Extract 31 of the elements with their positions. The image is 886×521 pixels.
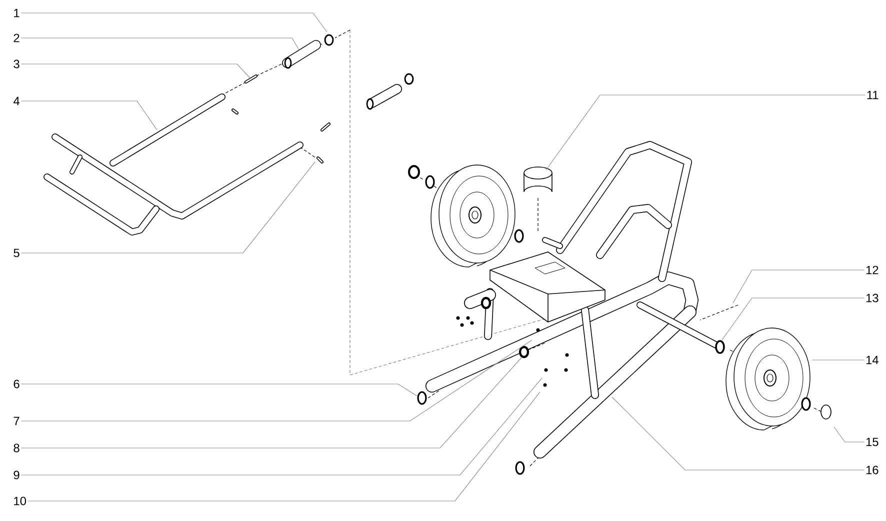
callout-number: 7 xyxy=(14,416,20,426)
leader-line xyxy=(612,396,865,470)
leader-line xyxy=(20,100,158,130)
callout-number: 6 xyxy=(14,380,20,388)
leader-line xyxy=(20,384,418,396)
callout-number: 2 xyxy=(14,34,20,42)
callout-number: 15 xyxy=(866,438,878,446)
callout-number: 16 xyxy=(866,466,878,474)
callout-number: 4 xyxy=(14,96,20,106)
callout-number: 11 xyxy=(867,90,878,100)
leader-line xyxy=(27,392,540,502)
leader-line xyxy=(546,94,866,170)
leader-line xyxy=(20,38,300,50)
leader-line xyxy=(834,426,865,442)
leader-line xyxy=(20,356,522,448)
leader-line xyxy=(20,162,316,254)
leader-line xyxy=(20,378,542,476)
callout-number: 1 xyxy=(14,8,20,18)
callout-number: 5 xyxy=(14,248,20,258)
callout-number: 10 xyxy=(14,496,26,506)
leader-line xyxy=(732,270,865,304)
leader-line xyxy=(20,340,532,422)
leader-line xyxy=(722,298,865,340)
callout-number: 8 xyxy=(14,444,20,452)
callout-number: 12 xyxy=(866,266,878,274)
callout-number: 3 xyxy=(14,60,20,68)
leader-line xyxy=(20,12,328,32)
callout-number: 13 xyxy=(866,294,878,302)
leader-line xyxy=(20,64,250,78)
callout-number: 14 xyxy=(866,356,878,364)
callout-number: 9 xyxy=(14,470,20,480)
